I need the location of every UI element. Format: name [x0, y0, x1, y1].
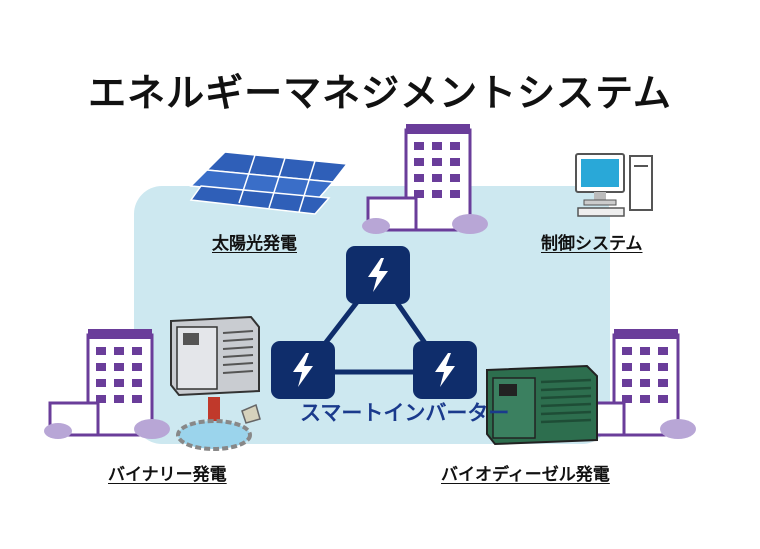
inverter-top: [346, 246, 410, 304]
label-binary: バイナリー発電: [108, 465, 227, 485]
lightning-icon: [368, 258, 388, 292]
diagram-title: エネルギーマネジメントシステム: [88, 71, 672, 115]
hot-spring-icon: [176, 397, 261, 451]
label-inverter: スマートインバーター: [300, 401, 510, 425]
label-biodiesel: バイオディーゼル発電: [441, 465, 610, 485]
generator-icon: [486, 364, 598, 446]
label-control: 制御システム: [541, 234, 643, 254]
lightning-icon: [293, 353, 313, 387]
label-solar: 太陽光発電: [212, 234, 297, 254]
inverter-left: [271, 341, 335, 399]
building-icon: [362, 124, 488, 234]
building-icon: [570, 329, 696, 439]
lightning-icon: [435, 353, 455, 387]
computer-icon: [575, 153, 653, 217]
generator-icon: [170, 315, 260, 397]
building-icon: [44, 329, 170, 439]
inverter-right: [413, 341, 477, 399]
solar-panel-icon: [189, 151, 349, 215]
